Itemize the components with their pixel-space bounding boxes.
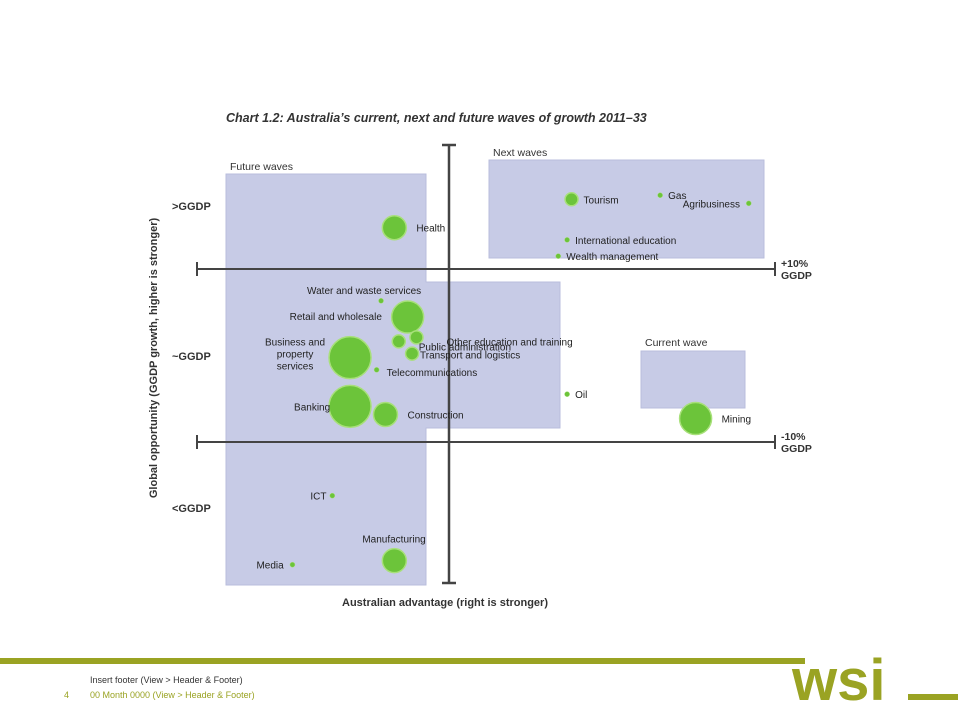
point-transport-and-logistics xyxy=(404,346,420,361)
point-label-banking: Banking xyxy=(294,402,330,413)
point-label-tourism: Tourism xyxy=(584,195,619,206)
point-tourism xyxy=(564,192,579,207)
y-tick-label-mid: ~GGDP xyxy=(172,351,211,363)
point-label-water-and-waste-services: Water and waste services xyxy=(307,286,421,297)
point-international-education xyxy=(564,237,570,243)
wsi-logo: wsi xyxy=(791,648,958,710)
point-label-oil: Oil xyxy=(575,390,587,401)
point-public-administration xyxy=(391,334,407,349)
point-gas xyxy=(657,192,663,198)
point-label-international-education: International education xyxy=(575,236,676,247)
point-label-telecommunications: Telecommunications xyxy=(387,368,478,379)
point-retail-and-wholesale xyxy=(390,300,425,334)
region-next-waves xyxy=(488,159,765,259)
reference-line-upper xyxy=(196,262,776,276)
point-ict xyxy=(329,492,336,499)
reference-label-upper: +10%GGDP xyxy=(781,258,812,282)
point-label-manufacturing: Manufacturing xyxy=(362,535,425,546)
point-banking xyxy=(328,384,372,429)
point-oil xyxy=(564,391,570,397)
point-label-ict: ICT xyxy=(310,492,326,503)
point-wealth-management xyxy=(555,253,561,259)
point-manufacturing xyxy=(381,547,408,574)
point-label-gas: Gas xyxy=(668,191,686,202)
point-label-wealth-management: Wealth management xyxy=(566,252,658,263)
point-label-transport-and-logistics: Transport and logistics xyxy=(420,351,520,362)
reference-label-lower: -10%GGDP xyxy=(781,431,812,455)
region-current-wave xyxy=(640,350,746,409)
footer-date: 00 Month 0000 (View > Header & Footer) xyxy=(90,690,255,700)
y-axis-label: Global opportunity (GGDP growth, higher … xyxy=(148,218,160,499)
point-water-and-waste-services xyxy=(378,298,384,304)
reference-line-lower xyxy=(196,435,776,449)
footer-divider xyxy=(0,658,805,664)
point-agribusiness xyxy=(745,200,752,207)
point-label-other-education-and-training: Other education and training xyxy=(446,337,572,348)
point-health xyxy=(381,214,408,241)
y-tick-label-high: >GGDP xyxy=(172,201,211,213)
point-business-and-property-services xyxy=(328,335,372,380)
point-label-agribusiness: Agribusiness xyxy=(683,199,740,210)
point-other-education-and-training xyxy=(409,330,424,345)
y-tick-label-low: <GGDP xyxy=(172,503,211,515)
svg-text:wsi: wsi xyxy=(791,648,886,710)
vertical-axis xyxy=(442,143,456,585)
group-label-current-wave: Current wave xyxy=(645,337,708,349)
x-axis-label: Australian advantage (right is stronger) xyxy=(342,597,548,609)
region-future-waves xyxy=(225,173,561,586)
point-label-media: Media xyxy=(256,561,284,572)
point-label-mining: Mining xyxy=(722,415,751,426)
group-label-next-waves: Next waves xyxy=(493,147,547,159)
point-construction xyxy=(372,401,399,428)
point-label-construction: Construction xyxy=(407,410,463,421)
point-mining xyxy=(678,401,713,436)
chart-title: Chart 1.2: Australia’s current, next and… xyxy=(226,111,647,125)
chart: Chart 1.2: Australia’s current, next and… xyxy=(148,111,812,609)
point-label-health: Health xyxy=(416,224,445,235)
group-label-future-waves: Future waves xyxy=(230,161,293,173)
footer-text: Insert footer (View > Header & Footer) xyxy=(90,675,243,685)
point-label-retail-and-wholesale: Retail and wholesale xyxy=(290,312,383,323)
point-telecommunications xyxy=(373,367,380,373)
page-number: 4 xyxy=(64,690,70,700)
point-label-public-administration: Public administration xyxy=(419,342,511,353)
point-media xyxy=(289,561,296,568)
